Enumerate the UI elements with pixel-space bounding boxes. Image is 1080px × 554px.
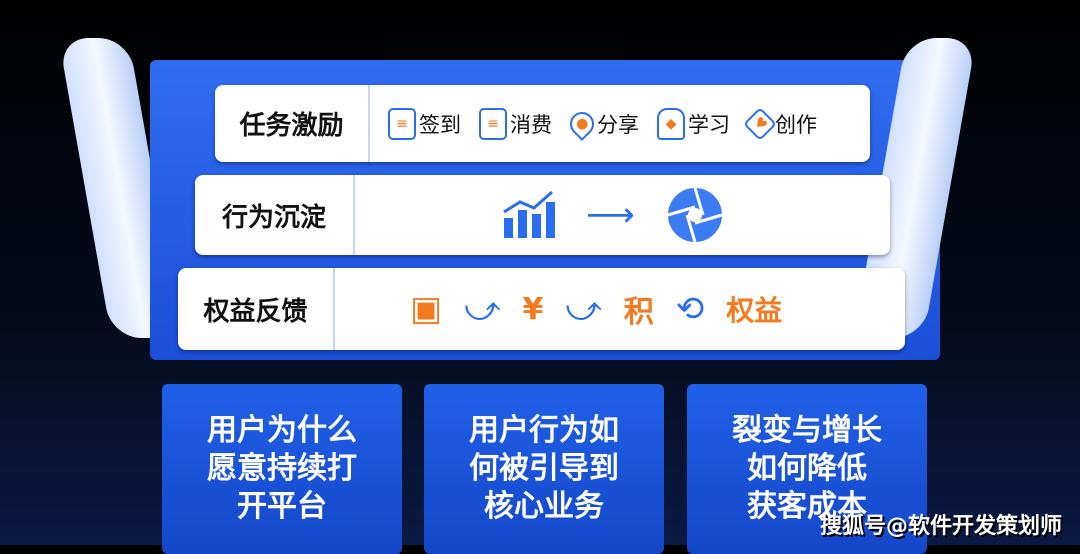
row-label: 行为沉淀	[195, 175, 355, 255]
arrow-right-icon: ⤻	[464, 289, 501, 329]
arrow-right-icon: ⟶	[586, 195, 635, 235]
row-behavior: 行为沉淀 ⟶	[195, 175, 890, 255]
item-consume: ≡消费	[479, 107, 552, 140]
benefits-icon: 权益	[726, 294, 783, 327]
points-icon: 积	[623, 295, 654, 330]
item-create: ♥创作	[743, 106, 817, 141]
item-label: 学习	[688, 112, 730, 137]
question-card-1: 用户为什么愿意持续打开平台	[162, 384, 402, 554]
row-label: 任务激励	[215, 85, 370, 162]
item-label: 分享	[597, 112, 639, 137]
document-check-icon: ≡	[388, 107, 416, 140]
item-share: ●分享	[565, 106, 639, 141]
item-learn: ◆学习	[657, 107, 730, 140]
gift-box-check-icon: ▣	[410, 289, 443, 329]
location-pin-icon: ●	[565, 106, 599, 141]
row-task-incentive: 任务激励 ≡签到 ≡消费 ●分享 ◆学习 ♥创作	[215, 85, 870, 162]
item-checkin: ≡签到	[388, 107, 461, 140]
aperture-icon	[667, 187, 723, 243]
arrow-right-icon: ⤻	[565, 289, 602, 329]
watermark: 搜狐号@软件开发策划师	[820, 514, 1063, 539]
yen-shop-check-icon: ¥	[522, 291, 544, 327]
question-card-3: 裂变与增长如何降低获客成本	[687, 384, 927, 554]
bar-chart-trend-icon	[503, 190, 555, 238]
arrow-left-icon: ⟲	[675, 289, 705, 329]
question-card-2: 用户行为如何被引导到核心业务	[424, 384, 664, 554]
heart-diamond-icon: ♥	[743, 106, 777, 141]
item-label: 创作	[775, 112, 817, 137]
row-rights-feedback: 权益反馈 ▣ ⤻ ¥ ⤻ 积 ⟲ 权益	[178, 268, 905, 350]
item-label: 签到	[419, 112, 461, 137]
row-label: 权益反馈	[178, 268, 335, 350]
receipt-icon: ≡	[479, 107, 507, 140]
item-label: 消费	[510, 112, 552, 137]
trophy-icon: ◆	[657, 107, 685, 140]
